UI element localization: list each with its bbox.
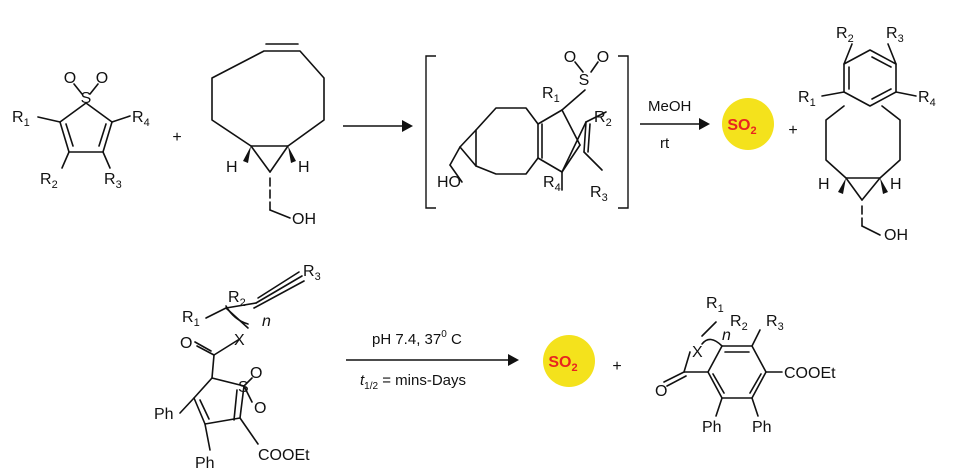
oh-label: OH [292, 211, 316, 228]
condition-solvent: MeOH [648, 98, 691, 115]
r3-label: R3 [766, 313, 784, 333]
h-label: H [890, 176, 902, 193]
so2-formula: SO2 [548, 354, 577, 374]
h-label: H [818, 176, 830, 193]
r3-label: R3 [104, 171, 122, 191]
condition-half-life: t1/2 = mins-Days [360, 372, 466, 392]
n-label: n [722, 327, 731, 344]
phenyl-label: Ph [752, 419, 772, 436]
r3-label: R3 [886, 25, 904, 45]
oxygen-label: O [180, 335, 192, 352]
r2-label: R2 [594, 109, 612, 129]
lactone-arene-product: X O R1 R2 R3 n COOEt Ph Ph [655, 295, 836, 436]
ester-label: COOEt [258, 447, 310, 464]
plus-sign: + [172, 129, 181, 146]
oxygen-label: O [597, 49, 609, 66]
bracketed-intermediate: S O O HO R1 R2 R4 R3 [425, 49, 629, 209]
phenyl-label: Ph [195, 455, 215, 472]
bcn-cyclooctyne: H H OH [211, 43, 325, 228]
r3-label: R3 [303, 263, 321, 283]
thiophene-dioxide: S O O R1 R4 R2 R3 [12, 70, 150, 191]
oxygen-label: O [655, 383, 667, 400]
oxygen-label: O [96, 70, 108, 87]
r1-label: R1 [12, 109, 30, 129]
h-label: H [226, 159, 238, 176]
x-label: X [234, 332, 245, 349]
so2-byproduct: SO2 [722, 98, 774, 150]
sulfur-label: S [81, 90, 92, 107]
phenyl-label: Ph [154, 406, 174, 423]
r4-label: R4 [918, 89, 936, 109]
oxygen-label: O [564, 49, 576, 66]
n-label: n [262, 313, 271, 330]
x-label: X [692, 344, 703, 361]
r1-label: R1 [542, 85, 560, 105]
r2-label: R2 [40, 171, 58, 191]
r4-label: R4 [132, 109, 150, 129]
condition-temperature: rt [660, 135, 670, 152]
sulfur-label: S [579, 72, 590, 89]
plus-sign: + [788, 122, 797, 139]
r2-label: R2 [836, 25, 854, 45]
condition-ph-temperature: pH 7.4, 370 C [372, 329, 462, 348]
arene-product: H H OH R2 R3 R1 R4 [798, 25, 936, 244]
ho-label: HO [437, 174, 461, 191]
oxygen-label: O [64, 70, 76, 87]
phenyl-label: Ph [702, 419, 722, 436]
h-label: H [298, 159, 310, 176]
so2-formula: SO2 [727, 117, 756, 137]
r2-label: R2 [228, 289, 246, 309]
sulfur-label: S [238, 379, 249, 396]
r4-label: R4 [543, 174, 561, 194]
plus-sign: + [612, 358, 621, 375]
r1-label: R1 [798, 89, 816, 109]
r3-label: R3 [590, 184, 608, 204]
ester-label: COOEt [784, 365, 836, 382]
oxygen-label: O [254, 400, 266, 417]
oxygen-label: O [250, 365, 262, 382]
r1-label: R1 [182, 309, 200, 329]
oh-label: OH [884, 227, 908, 244]
tethered-thiophene-dioxide: R3 R2 R1 n X O S O O Ph Ph COOEt [154, 263, 321, 472]
so2-byproduct: SO2 [543, 335, 595, 387]
r2-label: R2 [730, 313, 748, 333]
r1-label: R1 [706, 295, 724, 315]
